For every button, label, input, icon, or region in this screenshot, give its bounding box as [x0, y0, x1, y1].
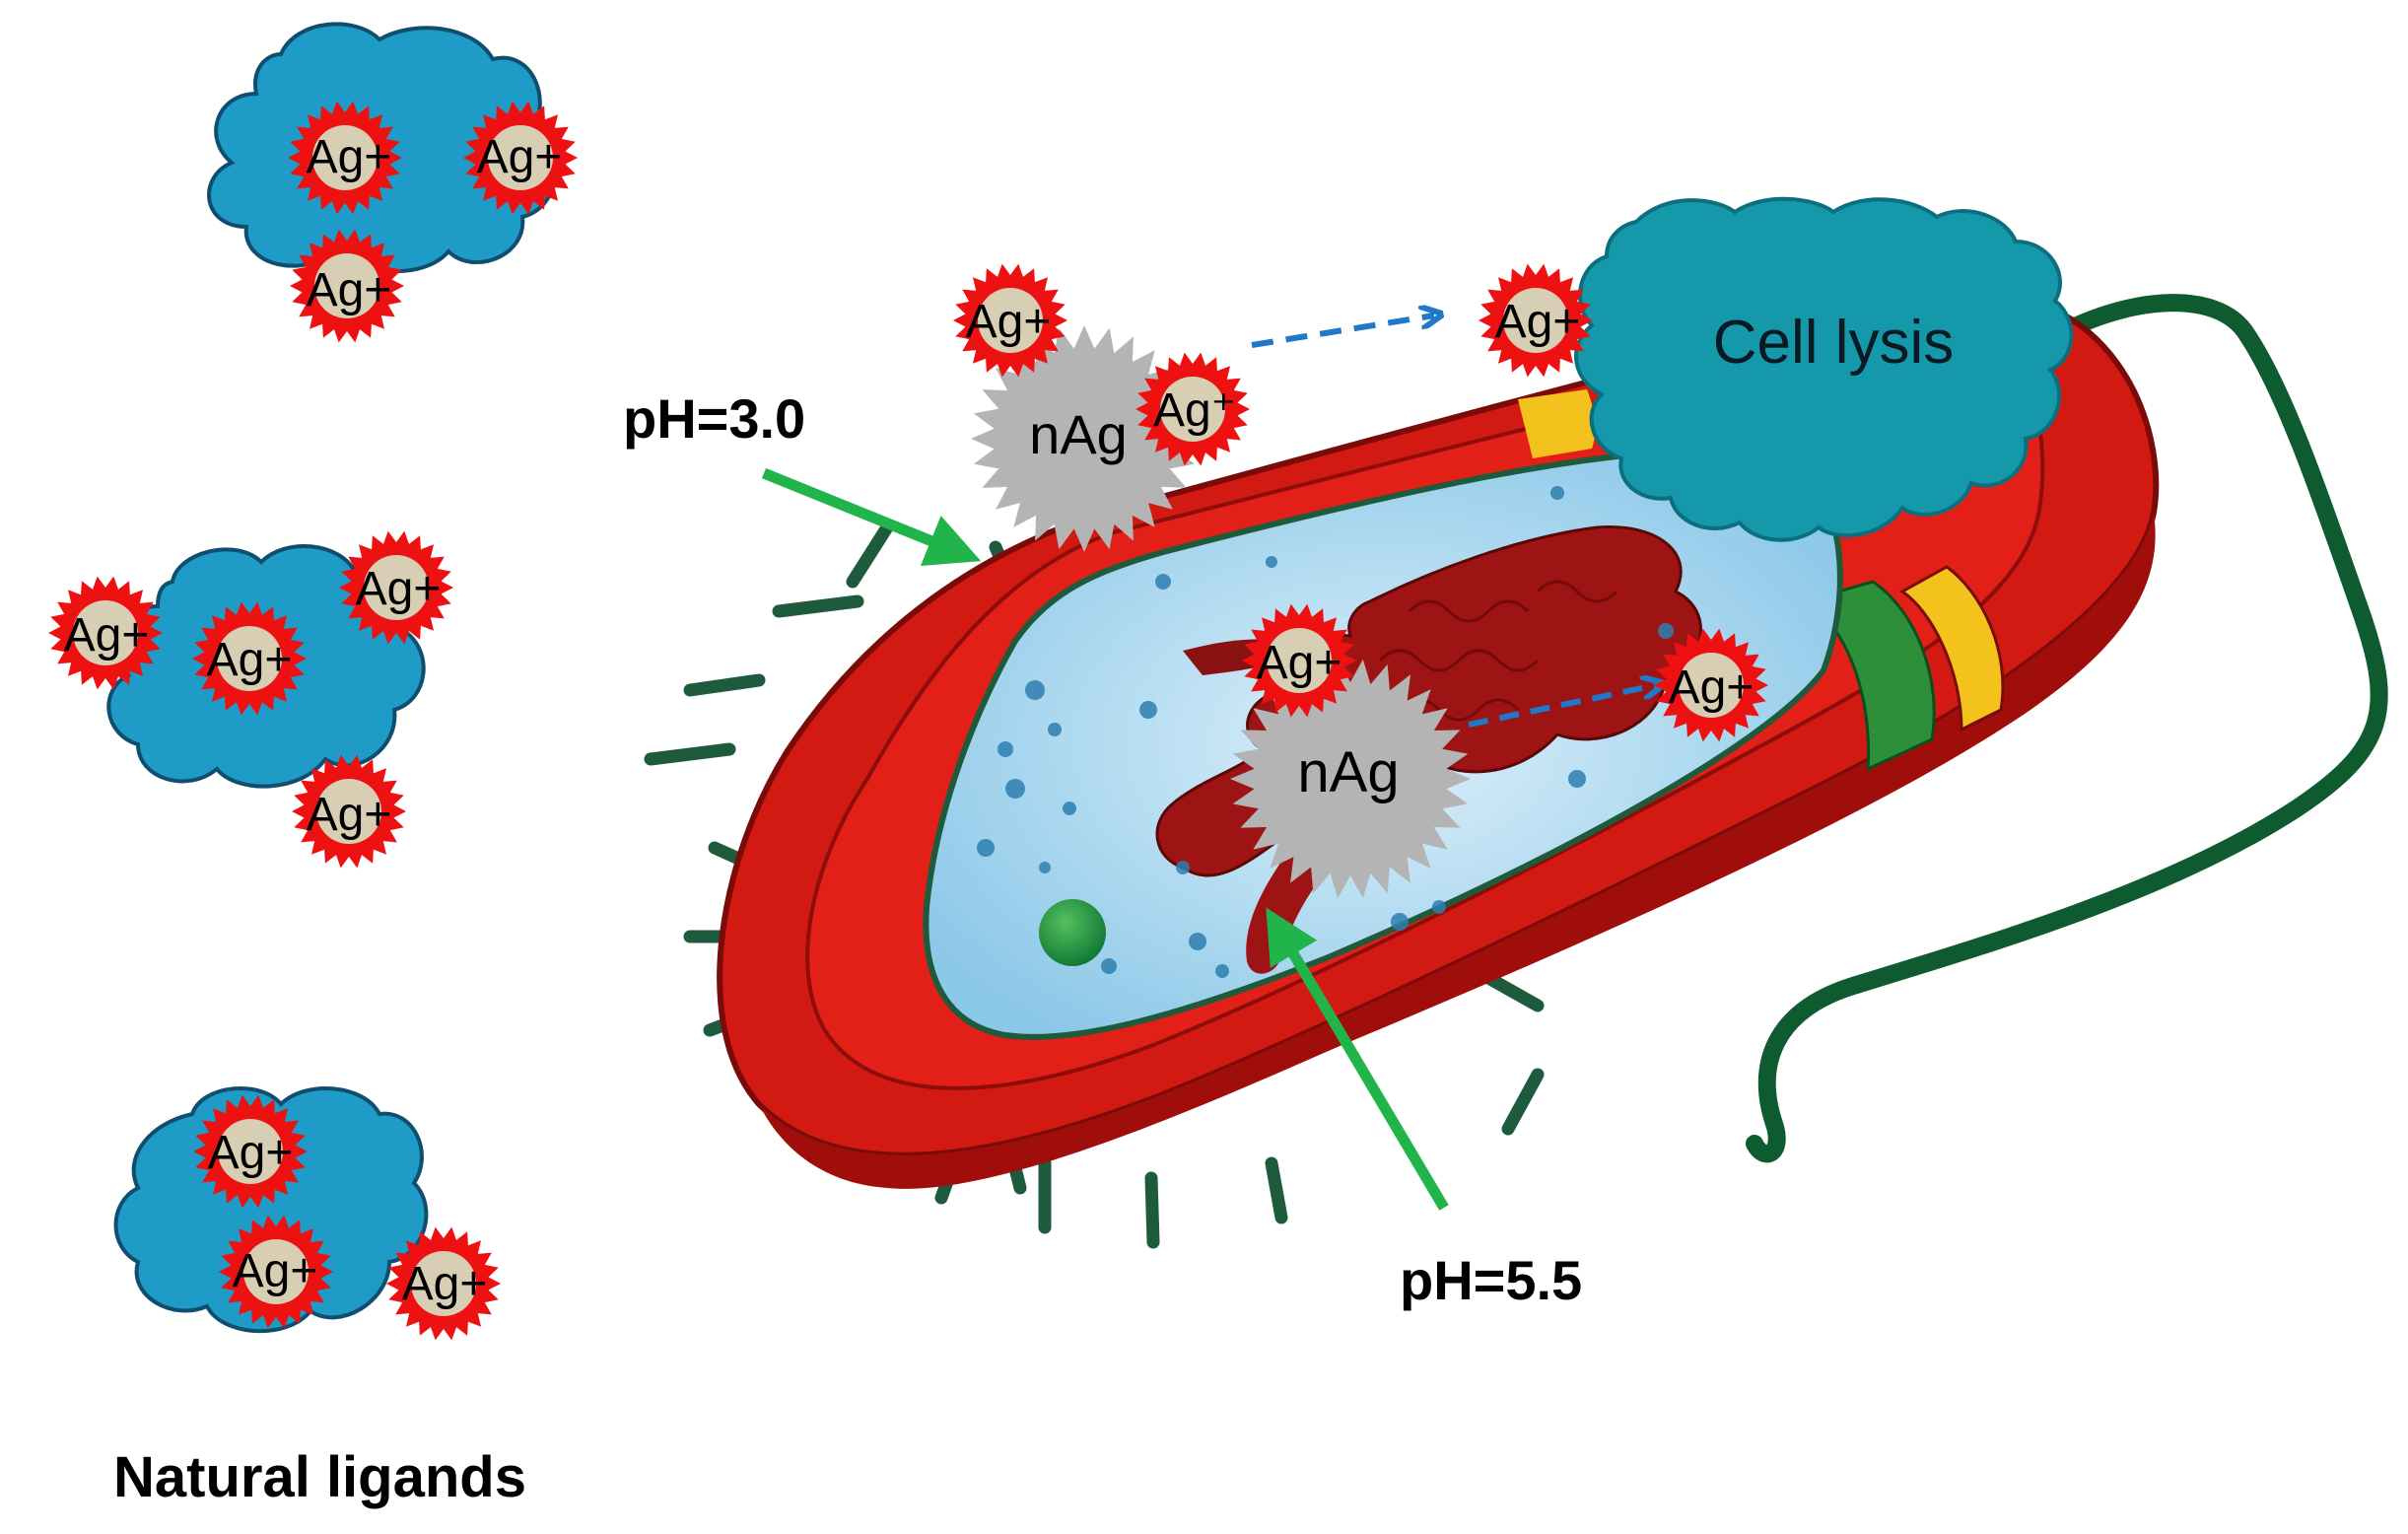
nanoparticle-starburst-icon: [971, 325, 1198, 552]
ag-ion-starburst-icon: [339, 530, 453, 645]
ion-label: Ag+: [477, 131, 563, 183]
bacterium-illustration: [644, 291, 2388, 1249]
ion-label: Ag+: [356, 563, 442, 615]
ag-ion-starburst-icon: [292, 754, 406, 869]
ag-ion-starburst-icon: [219, 1215, 333, 1329]
nanoparticle-starburst-icon: [1230, 659, 1471, 899]
membrane-band-yellow-top: [1518, 389, 1596, 458]
ion-core: [411, 1251, 476, 1316]
ag-ion-starburst-icon: [290, 229, 404, 343]
nanoparticle-label: nAg: [1297, 740, 1399, 804]
ion-core: [1679, 653, 1744, 718]
ligand-cloud-icon: [113, 1086, 429, 1333]
arrow-ph-inner: [1266, 907, 1449, 1211]
ion-label: Ag+: [1669, 662, 1754, 714]
ag-ion-starburst-icon: [192, 601, 307, 716]
ion-core: [1160, 377, 1225, 442]
ion-core: [217, 626, 282, 691]
cell-lysis-cloud: [1574, 196, 2074, 542]
green-inclusion-body: [1039, 899, 1106, 966]
ion-label: Ag+: [1257, 637, 1342, 689]
ion-label: Ag+: [307, 131, 392, 183]
ag-ion-starburst-icon: [1135, 352, 1250, 466]
ph-inner-label: pH=5.5: [1400, 1249, 1582, 1311]
ion-core: [488, 125, 553, 190]
ion-label: Ag+: [402, 1258, 488, 1310]
arrow-ph-outer: [761, 467, 982, 566]
cell-lysis-label: Cell lysis: [1713, 309, 1955, 377]
cytoplasm-granules: [977, 486, 1704, 978]
ag-ion-starburst-icon: [953, 263, 1067, 378]
ion-label: Ag+: [64, 609, 150, 662]
ion-core: [73, 600, 138, 665]
flagellum-icon: [1746, 294, 2388, 1163]
ag-ion-starburst-icon: [386, 1226, 501, 1341]
ag-ion-starburst-icon: [463, 101, 578, 215]
ion-label: Ag⁺: [1153, 384, 1236, 437]
ion-core: [364, 555, 429, 620]
ion-core: [312, 125, 378, 190]
ion-label: Ag+: [208, 1127, 294, 1179]
ag-ion-starburst-icon: [1242, 603, 1356, 718]
ag-ion-starburst-icon: [288, 101, 402, 215]
ag-ion-starburst-icon: [1479, 263, 1593, 378]
ion-label: Ag+: [307, 789, 392, 841]
arrow-release-inner: [1468, 685, 1656, 728]
ion-layer: [48, 101, 1768, 1341]
natural-ligands-label: Natural ligands: [113, 1445, 526, 1509]
ag-ion-starburst-icon: [48, 576, 163, 690]
ion-core: [978, 288, 1043, 353]
ligand-cloud-bottom: [113, 1086, 429, 1333]
ion-label: Ag+: [307, 264, 392, 316]
ion-core: [316, 779, 381, 844]
ion-core: [314, 253, 379, 318]
nanoparticle-inner: [1230, 659, 1471, 899]
ph-outer-label: pH=3.0: [623, 387, 805, 450]
ion-core: [1267, 628, 1332, 693]
lysis-cloud-icon: [1574, 196, 2074, 542]
ion-label: Ag+: [207, 634, 293, 686]
ion-core: [243, 1239, 309, 1304]
ion-label: Ag+: [1495, 296, 1581, 348]
ion-label: Ag+: [966, 296, 1052, 348]
ag-ion-starburst-icon: [193, 1094, 308, 1209]
ion-label: Ag+: [233, 1245, 318, 1297]
ion-core: [218, 1119, 283, 1184]
nanoparticle-label: nAg: [1029, 403, 1128, 465]
ion-core: [1503, 288, 1568, 353]
membrane-band-yellow: [1899, 565, 2005, 732]
nanoparticle-outer: [971, 325, 1198, 552]
arrow-release-outer: [1251, 315, 1434, 348]
ag-ion-starburst-icon: [1654, 628, 1768, 742]
